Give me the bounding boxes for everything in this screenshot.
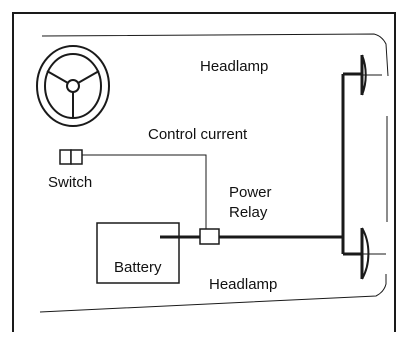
control-current-wire	[82, 154, 207, 229]
relay-label: Relay	[229, 204, 268, 221]
switch-icon	[59, 149, 83, 165]
headlamp-top-label: Headlamp	[200, 58, 269, 75]
relay-icon	[199, 228, 220, 245]
battery-label: Battery	[114, 259, 162, 276]
switch-label: Switch	[48, 174, 93, 191]
headlamp-icon	[360, 54, 382, 96]
diagram-frame	[12, 12, 396, 332]
headlamp-icon	[360, 227, 386, 280]
power-label: Power	[229, 184, 272, 201]
car-body-outline	[39, 33, 389, 313]
control-current-label: Control current	[148, 126, 248, 143]
steering-wheel-icon	[36, 45, 110, 127]
headlamp-bottom-label: Headlamp	[209, 276, 278, 293]
battery-box	[96, 222, 180, 284]
